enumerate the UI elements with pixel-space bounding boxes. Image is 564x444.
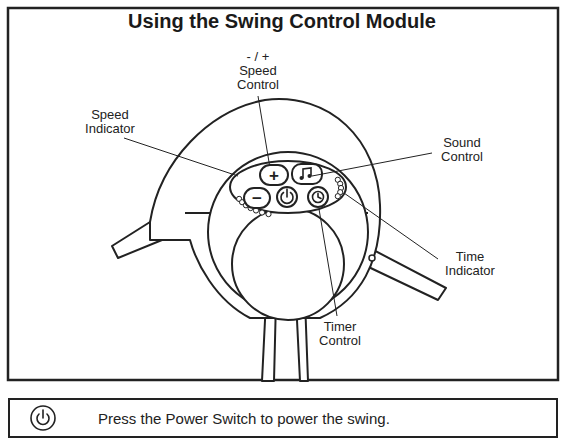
clock-icon xyxy=(313,192,324,203)
power-icon xyxy=(286,189,288,197)
frame xyxy=(8,8,558,380)
note-icon xyxy=(300,176,304,180)
leader-line xyxy=(312,153,432,176)
note-icon xyxy=(308,174,312,178)
timer-button xyxy=(308,187,328,207)
speed-up-button: + xyxy=(259,164,289,186)
power-symbol xyxy=(31,406,55,430)
callout-label: Speed Indicator xyxy=(75,108,145,136)
speed-indicator-dot xyxy=(266,212,271,217)
speed-indicator-dot xyxy=(259,210,264,215)
button-outline xyxy=(244,188,270,208)
time-indicator-dot xyxy=(335,194,340,199)
node-text: − xyxy=(252,190,262,207)
button-panel xyxy=(230,161,346,213)
power-symbol xyxy=(42,410,44,418)
leader-line xyxy=(124,138,238,176)
node-text: + xyxy=(269,167,279,184)
power-button xyxy=(277,187,297,207)
pivot-dot xyxy=(369,255,375,261)
leader-line xyxy=(344,193,438,259)
module-face xyxy=(232,208,344,320)
callout-label: Timer Control xyxy=(312,320,368,348)
speed-down-button: − xyxy=(243,187,271,209)
title: Using the Swing Control Module xyxy=(128,10,436,33)
leader-line xyxy=(258,96,270,168)
instruction-box: Press the Power Switch to power the swin… xyxy=(8,398,558,438)
note-icon xyxy=(303,168,311,178)
sound-button xyxy=(292,164,322,184)
leader-line xyxy=(319,209,337,316)
button-outline xyxy=(260,165,288,185)
callout-label: - / + Speed Control xyxy=(232,50,284,92)
node-text: Press the Power Switch to power the swin… xyxy=(98,410,390,427)
callout-label: Time Indicator xyxy=(437,250,503,278)
callout-label: Sound Control xyxy=(431,136,493,164)
clock-icon xyxy=(318,194,321,199)
